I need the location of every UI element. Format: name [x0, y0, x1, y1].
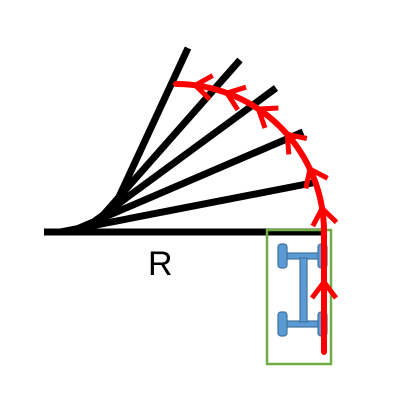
arrowhead-icon [310, 277, 338, 300]
vehicle-bounding-box [265, 228, 333, 366]
arrowhead-icon [254, 105, 279, 129]
arrowhead-icon [310, 204, 339, 228]
wheel [277, 311, 288, 337]
wheel [277, 243, 288, 269]
radius-ray [59, 178, 318, 236]
arrowhead-icon [284, 131, 308, 155]
direction-arrowheads [191, 73, 339, 300]
arrowhead-icon [222, 84, 247, 112]
chassis-spine [299, 257, 308, 323]
radius-rays [44, 46, 326, 236]
arrowhead-icon [303, 165, 329, 190]
radius-ray [68, 128, 305, 236]
radius-label: R [148, 245, 173, 283]
radius-ray [108, 46, 192, 214]
arrowhead-icon [191, 73, 214, 101]
